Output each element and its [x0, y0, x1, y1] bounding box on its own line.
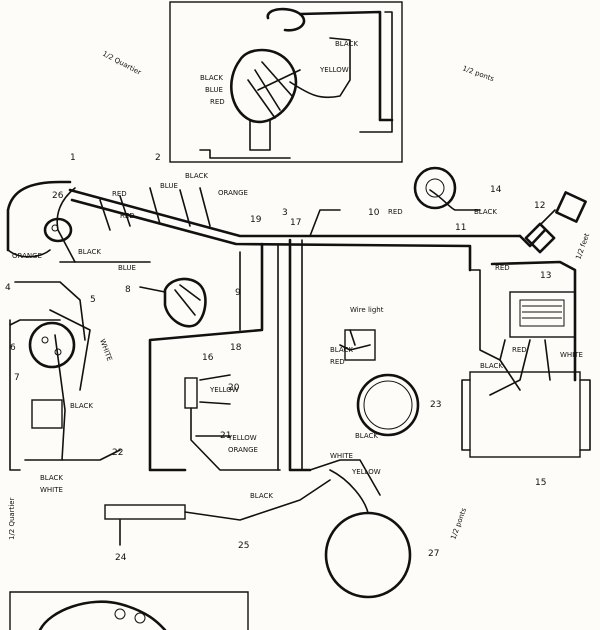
callout-6: 6: [10, 343, 16, 353]
middle-components: [104, 277, 331, 546]
callout-9: 9: [235, 288, 241, 298]
label-black-mid-left: BLACK: [70, 402, 93, 410]
callout-13: 13: [540, 271, 551, 281]
label-yellow-low: YELLOW: [227, 434, 257, 442]
label-black-box: BLACK: [480, 362, 503, 370]
top-inset-panel: [169, 1, 403, 163]
label-blue-left: BLUE: [118, 264, 136, 272]
label-white-left: WHITE: [98, 338, 113, 362]
callout-23: 23: [430, 400, 441, 410]
label-red-box: RED: [512, 346, 527, 354]
label-black-left: BLACK: [78, 248, 101, 256]
wire-labels: BLACK YELLOW BLACK BLUE RED 1/2 Quartier…: [8, 40, 591, 541]
callout-22: 22: [112, 448, 123, 458]
label-side-text: 1/2 feet: [574, 232, 591, 261]
callout-8: 8: [125, 285, 131, 295]
callout-5: 5: [90, 295, 96, 305]
label-red-ign: RED: [330, 358, 345, 366]
label-red-mid: RED: [120, 212, 135, 220]
label-red-right: RED: [388, 208, 403, 216]
label-yellow-low2: YELLOW: [351, 468, 381, 476]
label-black-alt: BLACK: [355, 432, 378, 440]
label-harness-blue: BLUE: [160, 182, 178, 190]
callout-1: 1: [70, 153, 76, 163]
label-yellow-top: YELLOW: [319, 66, 349, 74]
label-bottom-right-vertical: 1/2 ponts: [449, 507, 468, 541]
callout-11: 11: [455, 223, 466, 233]
callout-10: 10: [368, 208, 380, 218]
left-components: [9, 217, 121, 471]
callout-4: 4: [5, 283, 11, 293]
right-components: [309, 166, 591, 599]
label-orange-left: ORANGE: [12, 252, 42, 260]
label-orange-low: ORANGE: [228, 446, 258, 454]
bottom-inset-panel: [9, 591, 249, 630]
label-harness-orange: ORANGE: [218, 189, 248, 197]
label-yellow-mid: YELLOW: [209, 386, 239, 394]
label-white-low: WHITE: [330, 452, 353, 460]
callout-15: 15: [535, 478, 546, 488]
label-black-bottom: BLACK: [40, 474, 63, 482]
label-harness-red: RED: [112, 190, 127, 198]
label-black-top: BLACK: [335, 40, 358, 48]
callout-20: 20: [228, 383, 240, 393]
callout-17: 17: [290, 218, 301, 228]
label-red-top: RED: [210, 98, 225, 106]
label-white-bottom: WHITE: [40, 486, 63, 494]
callout-12: 12: [534, 201, 545, 211]
callout-16: 16: [202, 353, 214, 363]
callout-14: 14: [490, 185, 502, 195]
label-blue-top: BLUE: [205, 86, 223, 94]
label-black2-top: BLACK: [200, 74, 223, 82]
callout-27: 27: [428, 549, 439, 559]
label-left-vertical: 1/2 Quartier: [8, 497, 16, 540]
callout-18: 18: [230, 343, 242, 353]
callout-26: 26: [52, 191, 64, 201]
label-harness-black: BLACK: [185, 172, 208, 180]
callout-3: 3: [282, 208, 288, 218]
callout-2: 2: [155, 153, 161, 163]
callout-21: 21: [220, 431, 231, 441]
callout-7: 7: [14, 373, 20, 383]
label-right-diagonal: 1/2 ponts: [461, 64, 495, 83]
callout-24: 24: [115, 553, 127, 563]
callout-25: 25: [238, 541, 249, 551]
label-wire-light: Wire light: [350, 306, 384, 314]
callout-19: 19: [250, 215, 262, 225]
label-white-page: WHITE: [560, 351, 583, 359]
label-black-low: BLACK: [250, 492, 273, 500]
label-left-diagonal: 1/2 Quartier: [101, 50, 142, 77]
label-black-right: BLACK: [474, 208, 497, 216]
label-red-far: RED: [495, 264, 510, 272]
label-black-ign: BLACK: [330, 346, 353, 354]
callout-numbers: 1 2 3 4 5 6 7 8 9 10 11 12 13 14 15 16 1…: [5, 153, 551, 563]
